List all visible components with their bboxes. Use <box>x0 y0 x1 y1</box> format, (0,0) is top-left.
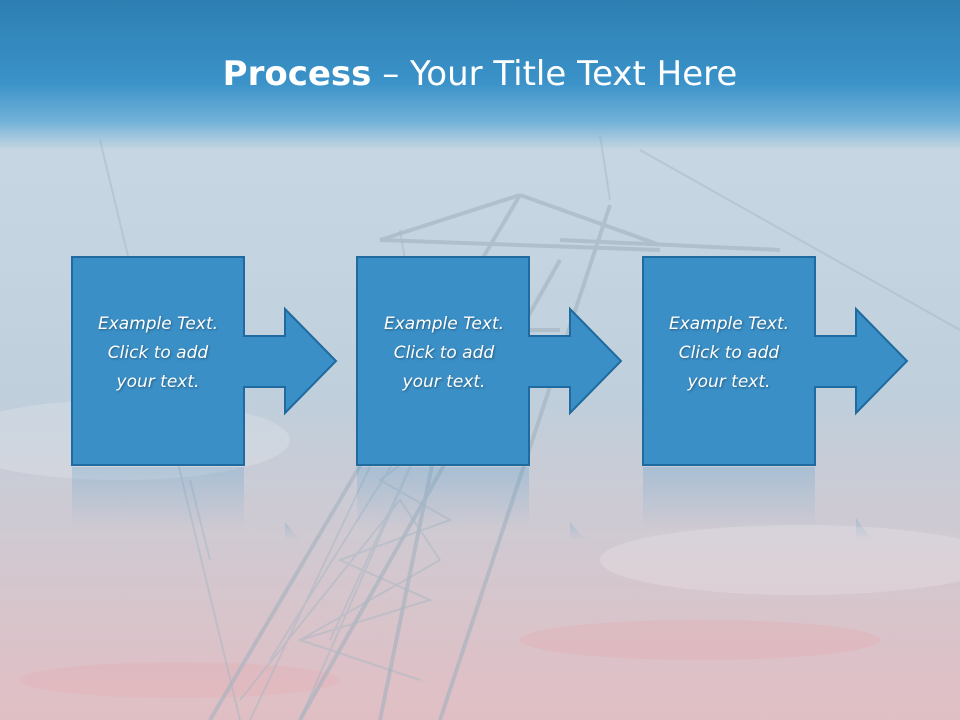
title-separator: – <box>371 54 411 94</box>
step-1-line-1: Example Text. <box>97 314 219 334</box>
step-1-reflection <box>72 467 300 540</box>
step-3-text[interactable]: Example Text. Click to add your text. <box>643 310 815 397</box>
step-1-text[interactable]: Example Text. Click to add your text. <box>72 310 244 397</box>
step-3-reflection <box>643 467 872 540</box>
step-2-line-1: Example Text. <box>383 314 505 334</box>
step-2-reflection <box>357 467 585 540</box>
step-1-arrow-box[interactable] <box>71 256 338 466</box>
title-bold-word: Process <box>222 54 372 94</box>
slide-title[interactable]: Process – Your Title Text Here <box>0 52 960 96</box>
step-2-arrow-box[interactable] <box>356 256 623 466</box>
step-1-line-3: your text. <box>116 372 200 392</box>
title-text: Your Title Text Here <box>410 54 738 94</box>
step-3-arrow-box[interactable] <box>642 256 909 466</box>
title-bar <box>0 0 960 150</box>
step-2-line-2: Click to add <box>393 343 495 363</box>
step-3-line-3: your text. <box>687 372 771 392</box>
step-3-line-1: Example Text. <box>668 314 790 334</box>
step-1-line-2: Click to add <box>107 343 209 363</box>
step-2-line-3: your text. <box>402 372 486 392</box>
step-2-text[interactable]: Example Text. Click to add your text. <box>358 310 530 397</box>
step-3-line-2: Click to add <box>678 343 780 363</box>
